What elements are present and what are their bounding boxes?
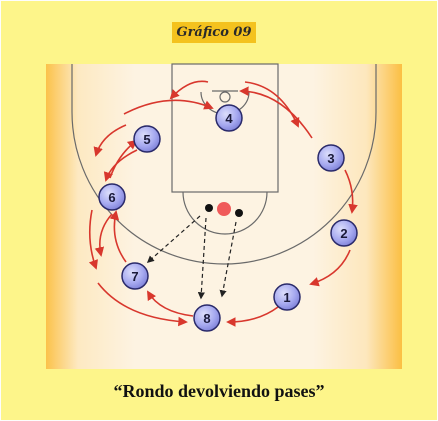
- pass-to-8: [197, 217, 207, 300]
- arrow-5-to-4: [123, 99, 214, 115]
- movement-arrows: [88, 80, 358, 327]
- passer-dot-left: [205, 204, 213, 212]
- svg-text:8: 8: [203, 311, 210, 326]
- pass-lines: [146, 215, 237, 300]
- player-4: 4: [215, 104, 243, 132]
- arrow-2-to-1: [309, 249, 351, 287]
- svg-text:5: 5: [143, 132, 150, 147]
- svg-text:3: 3: [327, 151, 334, 166]
- hoop: [219, 91, 231, 103]
- arrow-5-to-6-outer: [93, 124, 127, 157]
- arrow-1-to-8: [226, 306, 279, 327]
- svg-text:1: 1: [283, 290, 290, 305]
- player-1: 1: [273, 283, 301, 311]
- pass-from-8: [219, 221, 237, 298]
- passer-dot-right: [235, 209, 243, 217]
- arrow-8-to-7: [147, 290, 194, 317]
- ball: [217, 202, 231, 216]
- arrow-6-to-5: [109, 139, 138, 179]
- arrow-6-to-7: [94, 213, 113, 257]
- free-throw-arc: [182, 191, 268, 235]
- svg-text:7: 7: [131, 269, 138, 284]
- arrow-3-to-2: [344, 169, 358, 214]
- pass-to-7: [146, 215, 201, 263]
- svg-text:4: 4: [225, 111, 233, 126]
- arrow-4-to-5-top: [169, 80, 209, 100]
- player-5: 5: [133, 125, 161, 153]
- player-2: 2: [330, 219, 358, 247]
- player-7: 7: [121, 262, 149, 290]
- paint-lane: [171, 63, 279, 193]
- svg-text:6: 6: [108, 190, 115, 205]
- arrow-7-to-6: [109, 210, 127, 263]
- player-8: 8: [193, 304, 221, 332]
- arrow-3-to-4: [239, 86, 313, 139]
- arrow-7-to-8-outer: [97, 282, 188, 327]
- diagram-caption: “Rondo devolviendo pases”: [113, 381, 325, 401]
- arrow-6-down-outer: [88, 209, 98, 270]
- diagram-title: Gráfico 09: [172, 22, 256, 43]
- svg-text:2: 2: [340, 226, 347, 241]
- player-6: 6: [98, 183, 126, 211]
- three-point-line: [71, 64, 377, 265]
- player-3: 3: [317, 144, 345, 172]
- arrow-4-to-3: [244, 81, 300, 128]
